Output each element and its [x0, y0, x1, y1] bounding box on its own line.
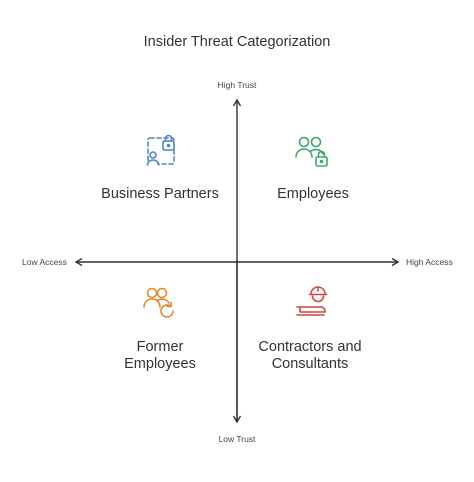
former-employees-icon [143, 287, 174, 318]
axis-label-low-trust: Low Trust [218, 434, 256, 444]
axis-label-low-access: Low Access [22, 257, 67, 267]
diagram-title: Insider Threat Categorization [143, 34, 331, 50]
employees-lock-icon [295, 136, 328, 167]
contractor-hardhat-icon [296, 286, 328, 316]
quadrant-label-business-partners: Business Partners [101, 186, 219, 202]
quadrant-label-contractors-consultants: Contractors and Consultants [240, 339, 380, 373]
quadrant-label-former-employees: Former Employees [100, 339, 220, 373]
axis-label-high-access: High Access [406, 257, 453, 267]
partner-lock-icon [146, 134, 175, 166]
former-employees-line2: Employees [124, 356, 196, 372]
quadrant-label-employees: Employees [277, 186, 349, 202]
former-employees-line1: Former [136, 339, 184, 355]
axis-label-high-trust: High Trust [217, 80, 257, 90]
contractors-line2: Consultants [271, 356, 349, 372]
contractors-line1: Contractors and [258, 339, 362, 355]
